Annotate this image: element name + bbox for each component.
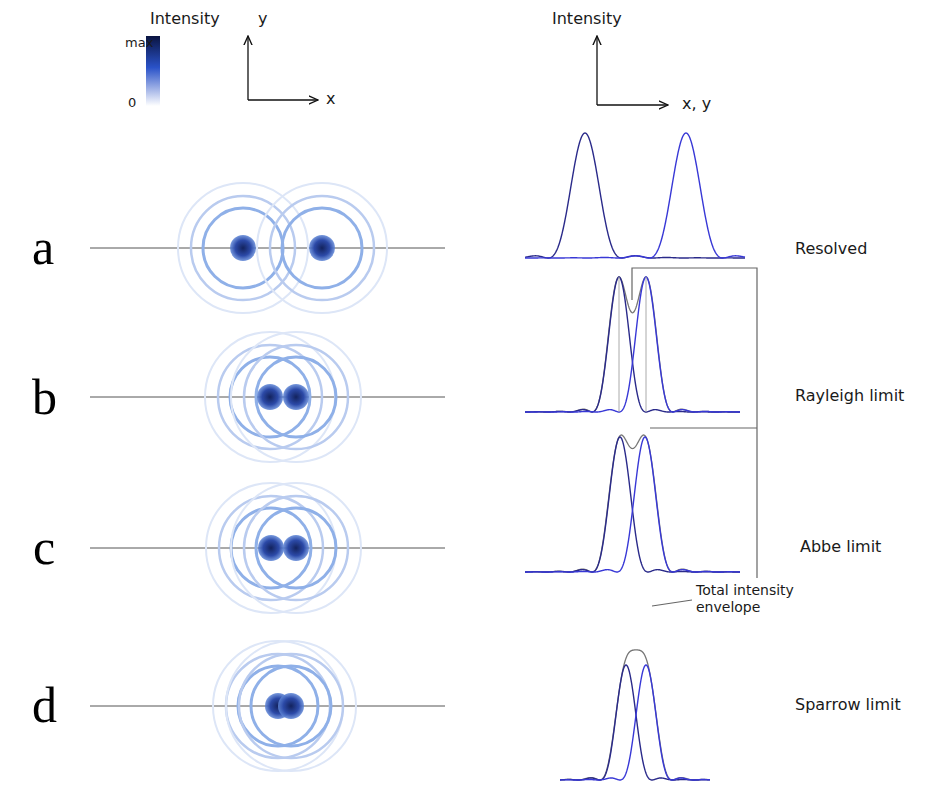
airy-ring <box>213 641 343 771</box>
airy-ring <box>239 654 343 758</box>
airy-ring <box>178 183 308 313</box>
axis-label: x <box>326 90 335 108</box>
airy-ring <box>191 196 295 300</box>
airy-ring <box>218 345 322 449</box>
airy-ring <box>256 508 336 588</box>
regime-label: Rayleigh limit <box>795 387 904 405</box>
airy-ring <box>282 208 362 288</box>
airy-ring <box>244 496 348 600</box>
axes <box>248 36 668 105</box>
axis-label: y <box>258 10 267 28</box>
airy-ring <box>226 654 330 758</box>
airy-disk <box>230 235 256 261</box>
row-letter: c <box>33 522 55 572</box>
airy-disk <box>257 384 283 410</box>
airy-ring <box>231 332 361 462</box>
scale-max: max <box>125 36 153 51</box>
regime-label: Sparrow limit <box>795 696 901 714</box>
regime-label: Resolved <box>795 240 867 258</box>
intensity-curve <box>525 133 745 258</box>
airy-ring <box>226 641 356 771</box>
axis-title: Intensity <box>552 10 622 28</box>
axis-label: x, y <box>682 95 711 113</box>
axis-line <box>90 248 445 249</box>
envelope-curve <box>560 650 710 780</box>
row-letter: a <box>32 222 54 272</box>
airy-ring <box>270 196 374 300</box>
colorbar-title: Intensity <box>150 10 220 28</box>
intensity-curve <box>525 437 740 572</box>
airy-ring <box>230 357 310 437</box>
intensity-curve <box>525 133 745 258</box>
airy-disk <box>278 693 304 719</box>
callout-label: Total intensity envelope <box>694 582 816 616</box>
airy-disk <box>258 535 284 561</box>
airy-disk <box>283 535 309 561</box>
airy-ring <box>256 357 336 437</box>
intensity-curve <box>560 665 710 780</box>
airy-disk <box>309 235 335 261</box>
airy-disk <box>283 384 309 410</box>
row-letter: d <box>32 680 57 730</box>
airy-ring <box>244 345 348 449</box>
scale-min: 0 <box>128 96 136 111</box>
airy-ring <box>251 666 331 746</box>
bracket <box>632 268 757 606</box>
intensity-curve <box>525 437 740 572</box>
peak-guide <box>646 277 647 412</box>
envelope-curve <box>525 435 740 572</box>
regime-label: Abbe limit <box>800 538 881 556</box>
airy-ring <box>231 483 361 613</box>
peak-guide <box>619 277 620 412</box>
intensity-curve <box>560 665 710 780</box>
row-letter: b <box>32 372 57 422</box>
airy-ring <box>219 496 323 600</box>
airy-ring <box>257 183 387 313</box>
